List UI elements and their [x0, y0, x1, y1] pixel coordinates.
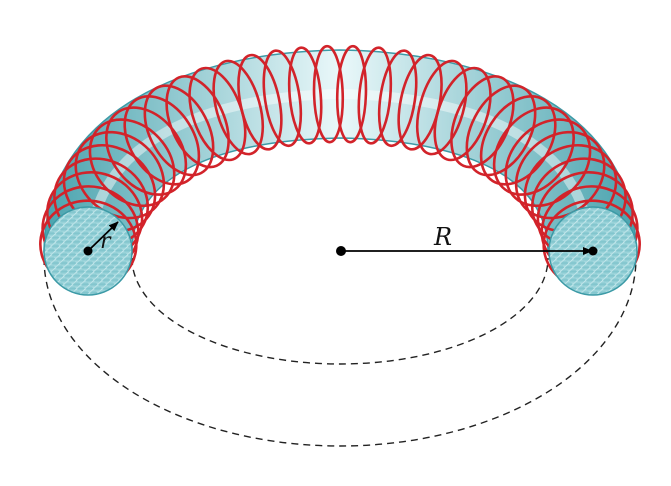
coil-turn [504, 118, 592, 208]
coil-turn [357, 46, 393, 145]
coil-turn [433, 66, 492, 162]
coil-turn [88, 118, 176, 208]
coil-turn [415, 59, 468, 156]
outer-dashed-path [43, 257, 637, 447]
coil-turn [212, 59, 265, 156]
coil-turn [377, 49, 418, 148]
coil-turn [165, 75, 230, 169]
coil-turn [335, 44, 368, 144]
coil-turn [143, 84, 215, 177]
coil-turn [312, 44, 345, 144]
coil-turn [262, 49, 303, 148]
inner-dashed-path [131, 257, 549, 365]
right-center-dot [588, 246, 598, 256]
major-radius-label: R [433, 223, 452, 251]
coil-turn [492, 106, 575, 196]
coil-windings [39, 44, 641, 291]
coil-turn [514, 130, 606, 220]
coil-turn [287, 46, 323, 145]
minor-radius-label: r [100, 229, 112, 254]
coil-turn [123, 94, 201, 186]
coil-turn [237, 53, 283, 151]
minor-radius-arrow [87, 221, 119, 252]
coil-turn [465, 84, 537, 177]
coil-turn [74, 130, 166, 220]
tube-highlight [85, 88, 595, 251]
